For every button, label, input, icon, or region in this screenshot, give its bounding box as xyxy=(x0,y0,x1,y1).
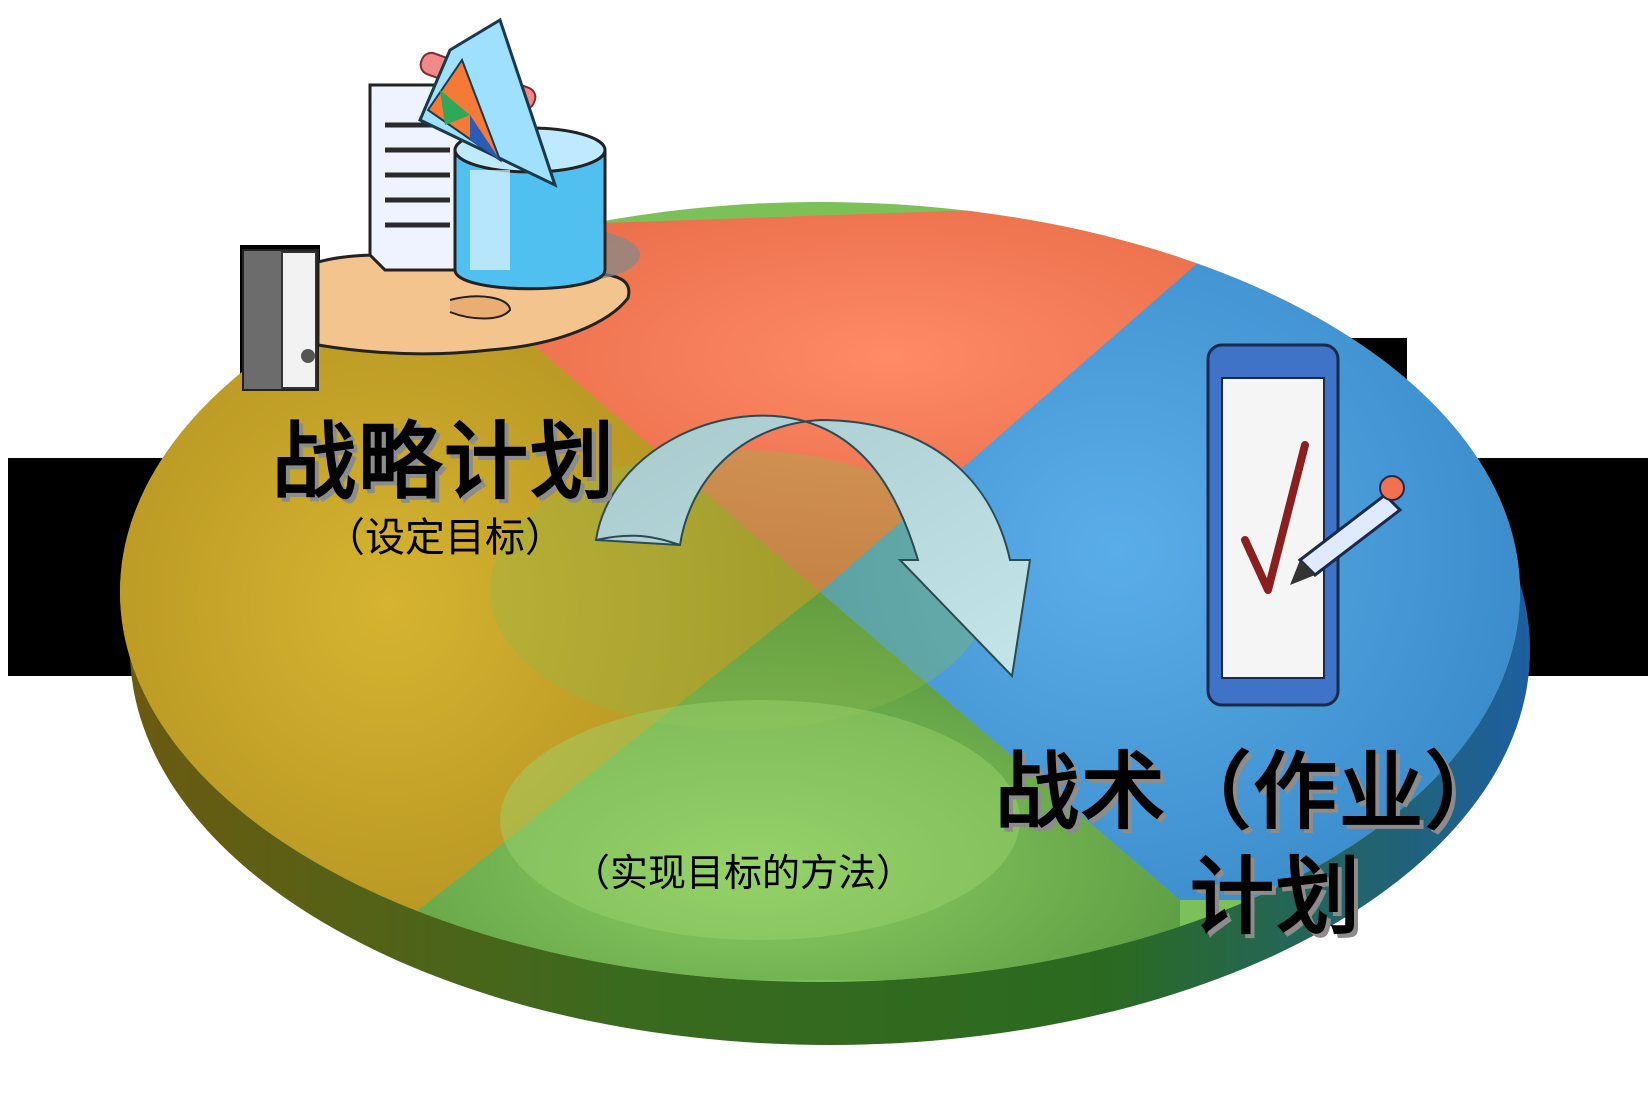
method-label: （实现目标的方法） xyxy=(572,851,915,895)
slice-gold xyxy=(120,230,820,980)
cuff-button xyxy=(301,349,315,363)
slice-green xyxy=(330,592,1180,980)
strategic-plan-title: 战略计划 xyxy=(272,413,617,511)
strategic-plan-subtitle: （设定目标） xyxy=(325,515,565,561)
slice-blue xyxy=(820,202,1520,900)
triangle-green-part xyxy=(440,90,470,125)
shirt-cuff xyxy=(281,251,317,389)
hand-holding-document-icon xyxy=(242,17,640,391)
curved-arrow-icon xyxy=(594,414,1032,679)
curved-arrow-inner xyxy=(595,534,681,546)
thumb xyxy=(449,295,512,320)
tactical-plan-title-line1: 战术（作业） xyxy=(995,743,1512,841)
tactical-plan-title-line2: 计划 xyxy=(1190,848,1363,946)
triangle-blue-part xyxy=(470,115,500,160)
slice-red xyxy=(400,202,1380,592)
check-mark xyxy=(1241,441,1309,594)
pen-tip xyxy=(1379,475,1405,501)
triangle-ruler xyxy=(418,17,558,188)
clipboard-paper xyxy=(1221,377,1325,679)
pie-highlight xyxy=(500,700,1020,940)
pen-nib xyxy=(1290,560,1315,585)
checklist-clipboard-icon xyxy=(1206,343,1405,707)
database-shine xyxy=(470,170,510,270)
pie-top xyxy=(120,202,1520,982)
